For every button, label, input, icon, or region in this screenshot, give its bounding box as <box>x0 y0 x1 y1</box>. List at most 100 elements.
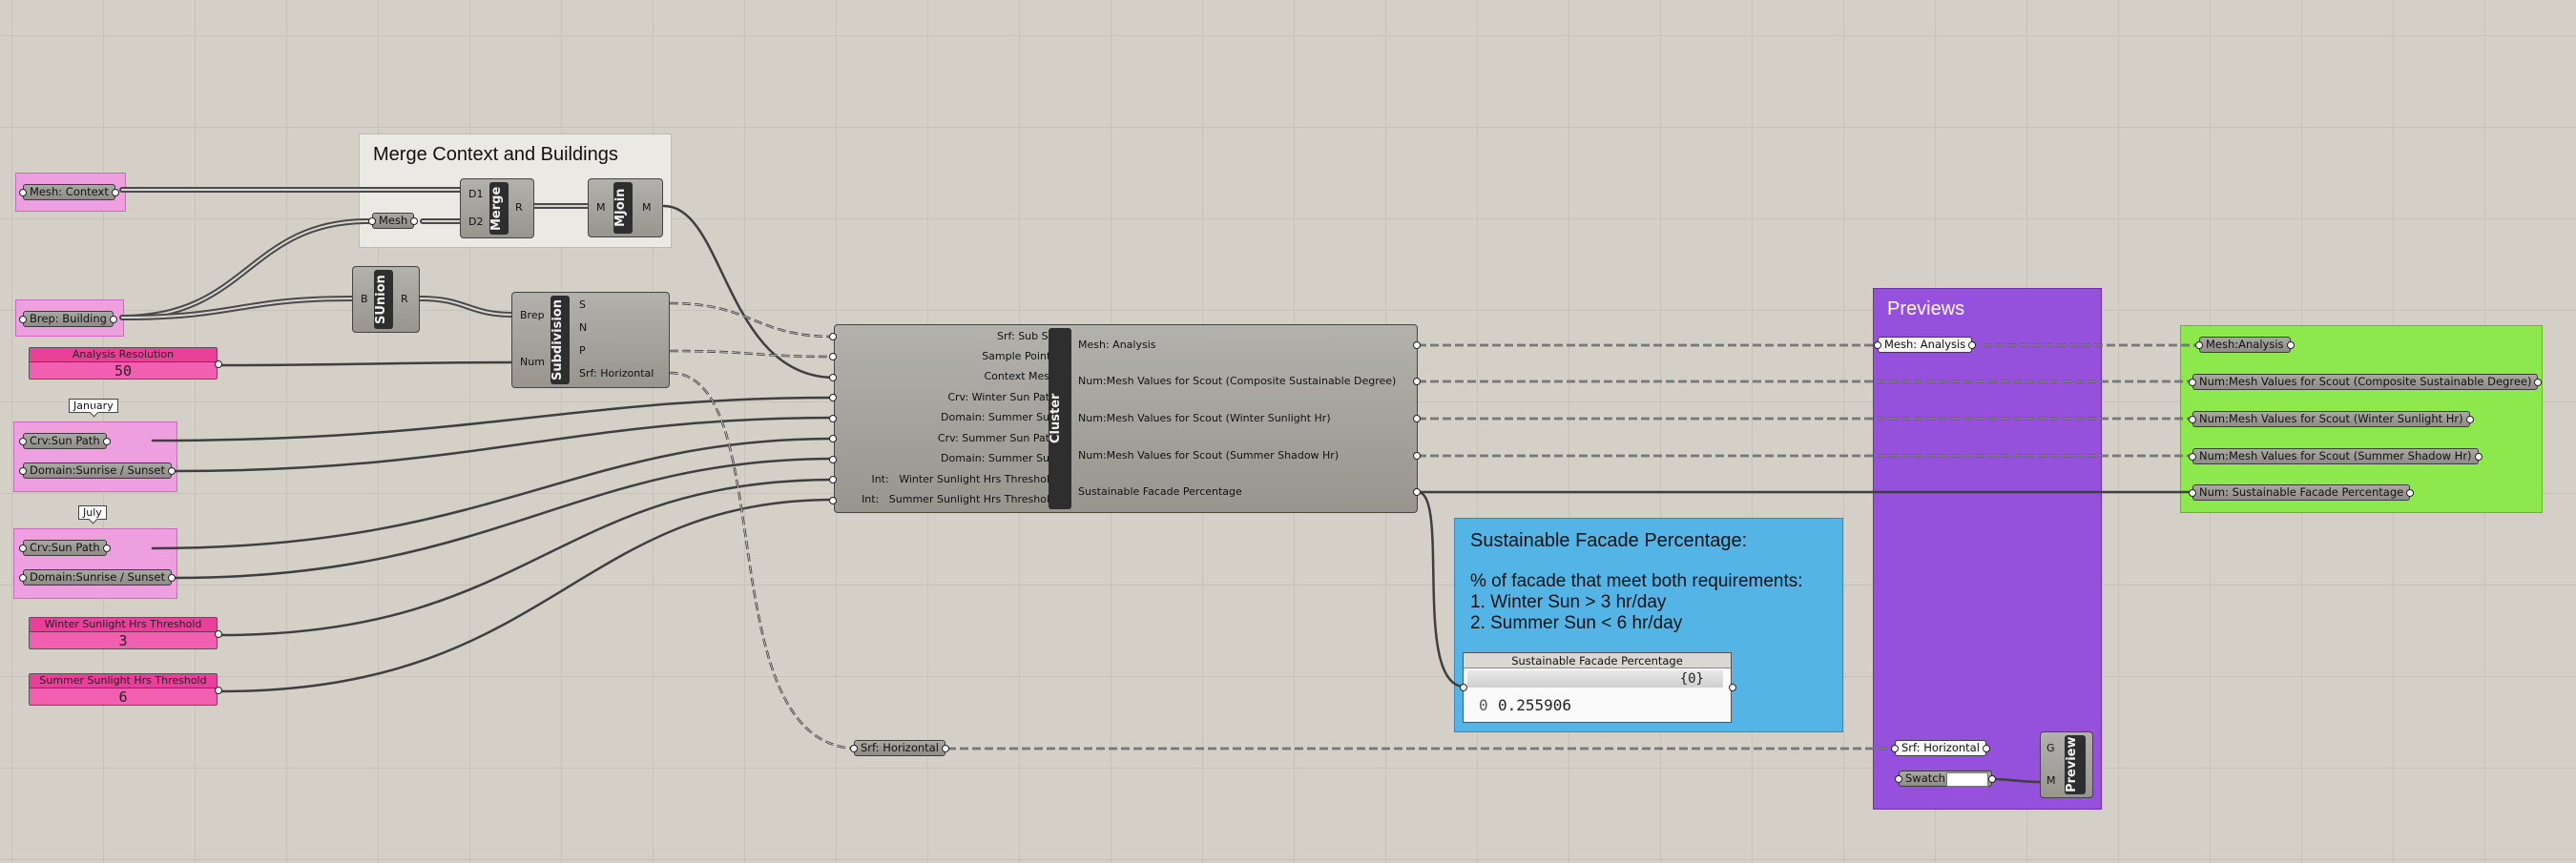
preview-in-g[interactable]: G <box>2046 742 2055 754</box>
subdiv-out-n[interactable]: N <box>579 321 588 334</box>
mjoin-out-m[interactable]: M <box>642 201 652 214</box>
subdivision-component[interactable]: Brep Num Subdivision S N P Srf: Horizont… <box>511 292 670 388</box>
wire-jul-crv <box>151 437 837 550</box>
subdiv-out-srf[interactable]: Srf: Horizontal <box>579 367 654 380</box>
cluster-out-1[interactable]: Num:Mesh Values for Scout (Composite Sus… <box>1078 375 1397 387</box>
cluster-in-1[interactable]: Sample Points <box>982 350 1056 362</box>
cluster-grip[interactable] <box>1413 341 1421 349</box>
slider-value[interactable]: 50 <box>114 362 133 380</box>
wire-brep-sunion-inner <box>121 298 354 318</box>
cluster-grip[interactable] <box>829 497 837 504</box>
sunion-in-b[interactable]: B <box>361 293 368 305</box>
cluster-grip[interactable] <box>1413 415 1421 422</box>
merge-out-r[interactable]: R <box>515 201 523 214</box>
swatch-color[interactable] <box>1946 772 1988 787</box>
output-mesh-analysis[interactable]: Mesh:Analysis <box>2195 337 2295 353</box>
preview-mesh-analysis-param[interactable]: Mesh: Analysis <box>1873 337 1977 353</box>
note-line-3: 2. Summer Sun < 6 hr/day <box>1470 613 1683 633</box>
note-line-1: % of facade that meet both requirements: <box>1470 571 1803 591</box>
mesh-param[interactable]: Mesh <box>367 213 419 229</box>
merge-title-bar: Merge <box>489 182 509 235</box>
cluster-in-3[interactable]: Crv: Winter Sun Path <box>947 391 1056 403</box>
facade-percentage-panel[interactable]: Sustainable Facade Percentage {0} 0 0.25… <box>1463 652 1732 723</box>
output-winter-sunlight[interactable]: Num:Mesh Values for Scout (Winter Sunlig… <box>2189 411 2474 427</box>
domain-sunrise-july[interactable]: Domain:Sunrise / Sunset <box>18 569 177 586</box>
subdiv-out-s[interactable]: S <box>579 298 586 311</box>
winter-threshold-slider[interactable]: Winter Sunlight Hrs Threshold 3 <box>29 617 222 649</box>
merge-component[interactable]: D1 D2 Merge R <box>460 178 534 238</box>
sunion-title-bar: SUnion <box>374 270 393 329</box>
panel-header: Sustainable Facade Percentage <box>1464 653 1731 668</box>
cluster-grip[interactable] <box>829 394 837 401</box>
output-composite-degree[interactable]: Num:Mesh Values for Scout (Composite Sus… <box>2188 374 2543 390</box>
cluster-out-4[interactable]: Sustainable Facade Percentage <box>1078 485 1242 498</box>
previews-group[interactable]: Previews <box>1873 288 2102 810</box>
slider-label: Analysis Resolution <box>30 348 217 362</box>
crv-sun-path-july[interactable]: Crv:Sun Path <box>19 540 111 556</box>
cluster-grip[interactable] <box>1413 452 1421 460</box>
cluster-in-4[interactable]: Domain: Summer Sun <box>941 411 1056 423</box>
cluster-in-2[interactable]: Context Mesh <box>984 370 1056 382</box>
cluster-grip[interactable] <box>829 476 837 483</box>
wire-summer-threshold <box>218 498 837 693</box>
wire-brep-mesh <box>119 218 371 320</box>
summer-threshold-slider[interactable]: Summer Sunlight Hrs Threshold 6 <box>29 673 222 706</box>
july-label: July <box>78 505 107 520</box>
cluster-grip[interactable] <box>829 456 837 463</box>
merge-group-title: Merge Context and Buildings <box>373 144 618 165</box>
slider-label: Summer Sunlight Hrs Threshold <box>30 674 217 688</box>
analysis-resolution-slider[interactable]: Analysis Resolution 50 <box>29 347 222 380</box>
slider-value[interactable]: 6 <box>118 688 128 706</box>
previews-group-title: Previews <box>1887 298 1965 319</box>
cluster-in-7[interactable]: Int: Winter Sunlight Hrs Threshold <box>871 473 1056 485</box>
subdiv-out-p[interactable]: P <box>579 344 586 357</box>
wire-jan-domain <box>174 416 837 473</box>
preview-srf-param[interactable]: Srf: Horizontal <box>1891 740 1990 756</box>
output-facade-percentage[interactable]: Num: Sustainable Facade Percentage <box>2188 484 2415 501</box>
january-label: January <box>69 399 118 413</box>
crv-sun-path-january[interactable]: Crv:Sun Path <box>19 433 111 449</box>
wire-subdiv-srf-param <box>669 371 860 750</box>
mjoin-title-bar: MJoin <box>613 182 633 234</box>
sunion-component[interactable]: B SUnion R <box>352 266 420 333</box>
cluster-grip[interactable] <box>829 374 837 381</box>
panel-grip[interactable] <box>1729 684 1736 691</box>
mjoin-in-m[interactable]: M <box>596 201 606 214</box>
cluster-out-0[interactable]: Mesh: Analysis <box>1078 339 1156 351</box>
cluster-in-8[interactable]: Int: Summer Sunlight Hrs Threshold <box>862 493 1056 505</box>
cluster-in-5[interactable]: Crv: Summer Sun Path <box>937 432 1056 444</box>
brep-building-param[interactable]: Brep: Building <box>19 311 117 327</box>
merge-in-d2[interactable]: D2 <box>468 216 484 228</box>
cluster-grip[interactable] <box>1413 378 1421 385</box>
cluster-in-6[interactable]: Domain: Summer Sun <box>941 452 1056 464</box>
cluster-out-2[interactable]: Num:Mesh Values for Scout (Winter Sunlig… <box>1078 412 1331 424</box>
wire-jul-domain <box>174 457 837 580</box>
panel-grip[interactable] <box>1460 684 1467 691</box>
mjoin-component[interactable]: M MJoin M <box>588 178 663 237</box>
mesh-context-param[interactable]: Mesh: Context <box>19 184 119 200</box>
wire-jan-crv <box>151 396 837 442</box>
wire-hl-8 <box>669 350 836 358</box>
preview-component[interactable]: G M Preview <box>2040 731 2093 798</box>
cluster-in-0[interactable]: Srf: Sub Srf <box>997 330 1056 342</box>
output-summer-shadow[interactable]: Num:Mesh Values for Scout (Summer Shadow… <box>2189 448 2483 464</box>
cluster-grip[interactable] <box>829 353 837 360</box>
note-line-2: 1. Winter Sun > 3 hr/day <box>1470 592 1667 612</box>
srf-horizontal-param[interactable]: Srf: Horizontal <box>850 740 949 756</box>
cluster-component[interactable]: Srf: Sub Srf Sample Points Context Mesh … <box>834 324 1418 513</box>
preview-in-m[interactable]: M <box>2046 774 2056 787</box>
cluster-out-3[interactable]: Num:Mesh Values for Scout (Summer Shadow… <box>1078 449 1340 462</box>
cluster-grip[interactable] <box>829 435 837 442</box>
domain-sunrise-january[interactable]: Domain:Sunrise / Sunset <box>18 462 177 479</box>
subdiv-in-num[interactable]: Num <box>520 356 545 368</box>
cluster-grip[interactable] <box>829 333 837 340</box>
slider-value[interactable]: 3 <box>118 632 128 649</box>
subdiv-in-brep[interactable]: Brep <box>520 309 545 321</box>
cluster-grip[interactable] <box>829 415 837 422</box>
cluster-grip[interactable] <box>1413 488 1421 496</box>
wire-hl-7 <box>669 302 836 338</box>
swatch-component[interactable]: Swatch <box>1895 771 1996 787</box>
sunion-out-r[interactable]: R <box>401 293 408 305</box>
panel-index: 0 <box>1479 696 1488 714</box>
merge-in-d1[interactable]: D1 <box>468 188 484 200</box>
